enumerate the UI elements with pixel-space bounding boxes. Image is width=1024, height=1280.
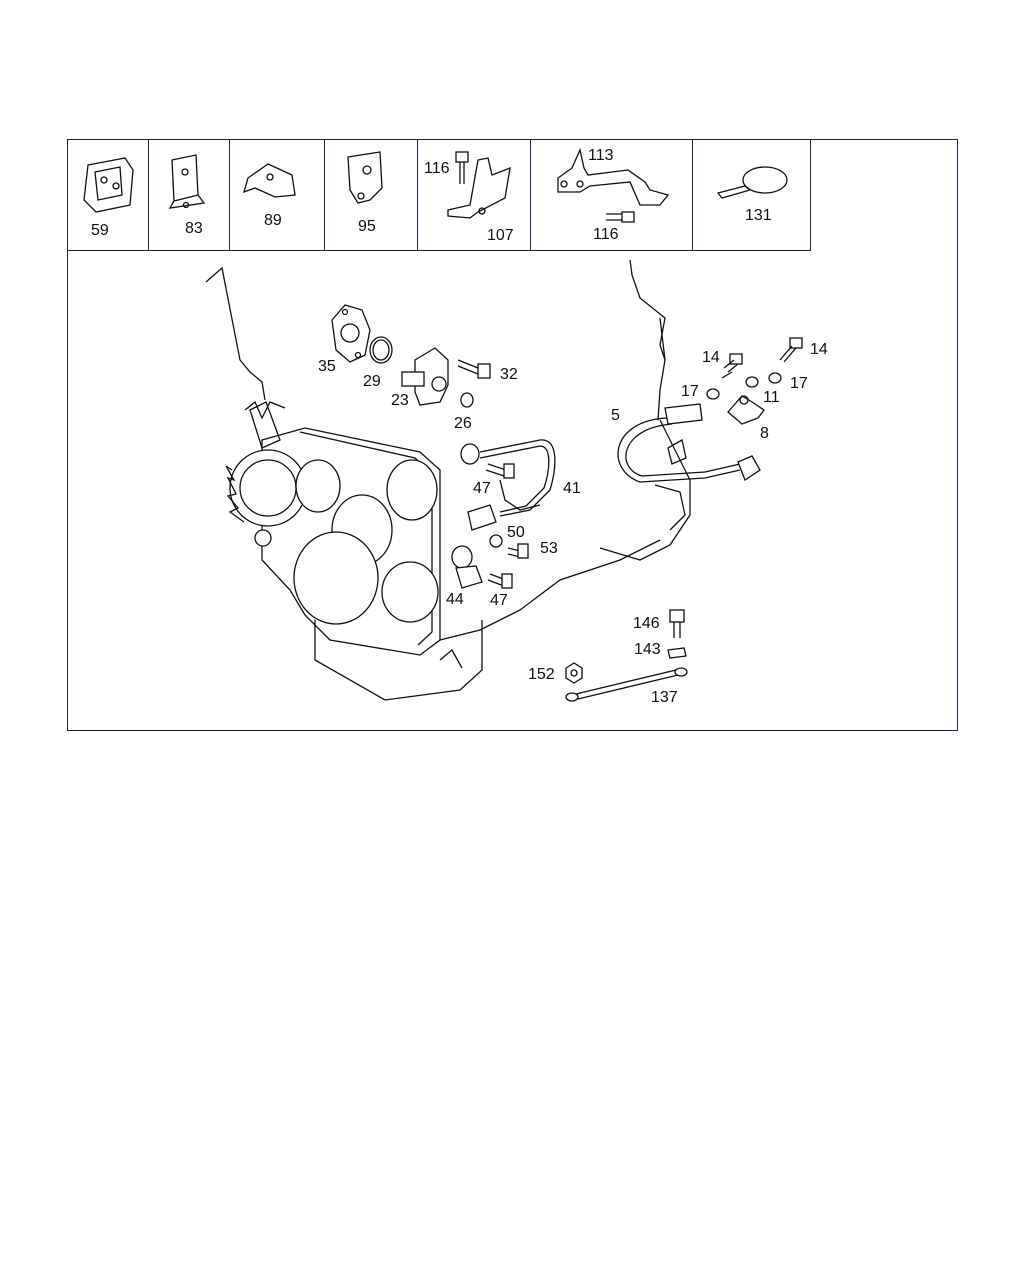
bolts-14-icons [706, 337, 803, 400]
callout-5: 5 [611, 407, 620, 424]
sensor-cable-41-icon [460, 439, 556, 531]
callout-14b: 14 [810, 341, 828, 358]
callout-8: 8 [760, 425, 769, 442]
callout-29: 29 [363, 373, 381, 390]
sensor-cable-5-icon [617, 403, 761, 483]
part-cell-83[interactable] [149, 140, 230, 250]
callout-14a: 14 [702, 349, 720, 366]
cable-tie-131-icon [716, 166, 788, 199]
callout-137: 137 [651, 689, 678, 706]
callout-11: 11 [763, 389, 780, 406]
part-label-116b: 116 [593, 226, 619, 243]
part-cell-89[interactable] [230, 140, 325, 250]
callout-47a: 47 [473, 480, 491, 497]
bolt-32-icon [457, 359, 491, 379]
callout-32: 32 [500, 366, 518, 383]
parts-header-row [68, 140, 811, 251]
callout-41: 41 [563, 480, 581, 497]
bolt-53-icon [507, 543, 529, 559]
part-label-116: 116 [424, 160, 450, 177]
washer-50-icon [489, 534, 503, 548]
callout-44: 44 [446, 591, 464, 608]
part-cell-107[interactable] [418, 140, 531, 250]
washer-26-icon [460, 392, 474, 408]
gasket-35-icon [331, 304, 371, 363]
bracket-113-icon [557, 147, 670, 223]
part-label-107: 107 [487, 227, 514, 244]
part-label-83: 83 [185, 220, 203, 237]
callout-50: 50 [507, 524, 525, 541]
callout-152: 152 [528, 666, 555, 683]
engine-block-drawing [205, 259, 691, 701]
o-ring-29-icon [369, 336, 393, 364]
callout-47b: 47 [490, 592, 508, 609]
callout-23: 23 [391, 392, 409, 409]
part-label-95: 95 [358, 218, 376, 235]
sensor-8-icon [727, 395, 765, 425]
part-label-89: 89 [264, 212, 282, 229]
callout-143: 143 [634, 641, 661, 658]
part-label-59: 59 [91, 222, 109, 239]
callout-17a: 17 [681, 383, 699, 400]
part-label-131: 131 [745, 207, 772, 224]
callout-35: 35 [318, 358, 336, 375]
callout-17b: 17 [790, 375, 808, 392]
bracket-59-icon [83, 157, 134, 213]
bolt-47b-icon [487, 573, 513, 589]
callout-146: 146 [633, 615, 660, 632]
callout-53: 53 [540, 540, 558, 557]
diagram-frame [67, 139, 958, 731]
sensor-23-icon [401, 347, 449, 406]
callout-26: 26 [454, 415, 472, 432]
bracket-107-icon [447, 151, 511, 219]
bracket-95-icon [347, 151, 383, 204]
part-cell-131[interactable] [693, 140, 811, 250]
bracket-83-icon [168, 154, 206, 209]
ground-strap-137-icon [565, 609, 688, 702]
part-cell-59[interactable] [68, 140, 149, 250]
bolt-47-icon [485, 463, 515, 479]
part-label-113: 113 [588, 147, 614, 164]
part-cell-113[interactable] [531, 140, 693, 250]
part-cell-95[interactable] [325, 140, 418, 250]
bracket-89-icon [243, 163, 296, 198]
sensor-44-icon [451, 545, 483, 589]
